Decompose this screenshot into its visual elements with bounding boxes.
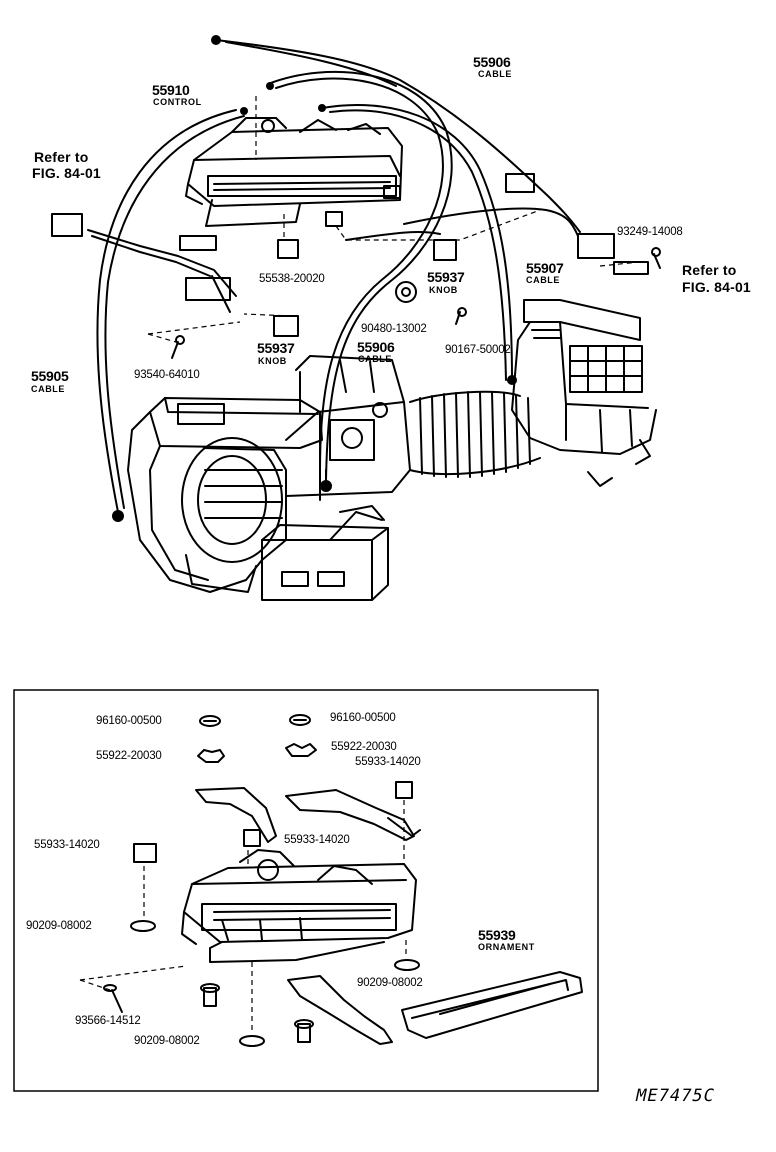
label-93566-14512: 93566-14512 [75,1015,141,1027]
label-96160-00500-right: 96160-00500 [330,712,396,724]
label-90209-08002-bottom: 90209-08002 [134,1035,200,1047]
label-55933-14020-left: 55933-14020 [34,839,100,851]
label-55905: 55905 [31,368,69,384]
label-55937-left: 55937 [257,340,295,356]
label-93540-64010: 93540-64010 [134,369,200,381]
label-55906-top: 55906 [473,54,511,70]
label-90480-13002: 90480-13002 [361,323,427,335]
connector-right [505,173,535,193]
label-90209-08002-left: 90209-08002 [26,920,92,932]
heater-unit [127,299,657,601]
control-unit-55910 [171,117,467,359]
label-55922-20030-left: 55922-20030 [96,750,162,762]
label-cable-right: CABLE [526,275,560,285]
label-55939: 55939 [478,927,516,943]
label-control: CONTROL [153,97,202,107]
sensor-right [613,261,649,275]
ref-left-line2: FIG. 84-01 [32,165,101,181]
ref-right-line1: Refer to [682,262,737,278]
label-55937-right: 55937 [427,269,465,285]
label-55538-20020: 55538-20020 [259,273,325,285]
label-cable-left: CABLE [31,384,65,394]
label-55907: 55907 [526,260,564,276]
drawing-code: ME7475C [633,1086,717,1106]
label-55910: 55910 [152,82,190,98]
label-cable-mid: CABLE [358,354,392,364]
label-90167-50002: 90167-50002 [445,344,511,356]
label-knob-left: KNOB [258,356,287,366]
label-cable-top: CABLE [478,69,512,79]
label-55906-mid: 55906 [357,339,395,355]
label-55933-14020-top-right: 55933-14020 [355,756,421,768]
label-93249-14008: 93249-14008 [617,226,683,238]
label-96160-00500-left: 96160-00500 [96,715,162,727]
label-90209-08002-right: 90209-08002 [357,977,423,989]
ref-left-line1: Refer to [34,149,89,165]
label-55922-20030-right: 55922-20030 [331,741,397,753]
detail-frame [13,689,599,1092]
switch-left [185,277,231,301]
label-knob-right: KNOB [429,285,458,295]
switch-right [577,233,615,259]
label-ornament: ORNAMENT [478,942,535,952]
sensor-left [179,235,217,251]
connector-left [51,213,83,237]
ref-right-line2: FIG. 84-01 [682,279,751,295]
label-55933-14020-mid: 55933-14020 [284,834,350,846]
